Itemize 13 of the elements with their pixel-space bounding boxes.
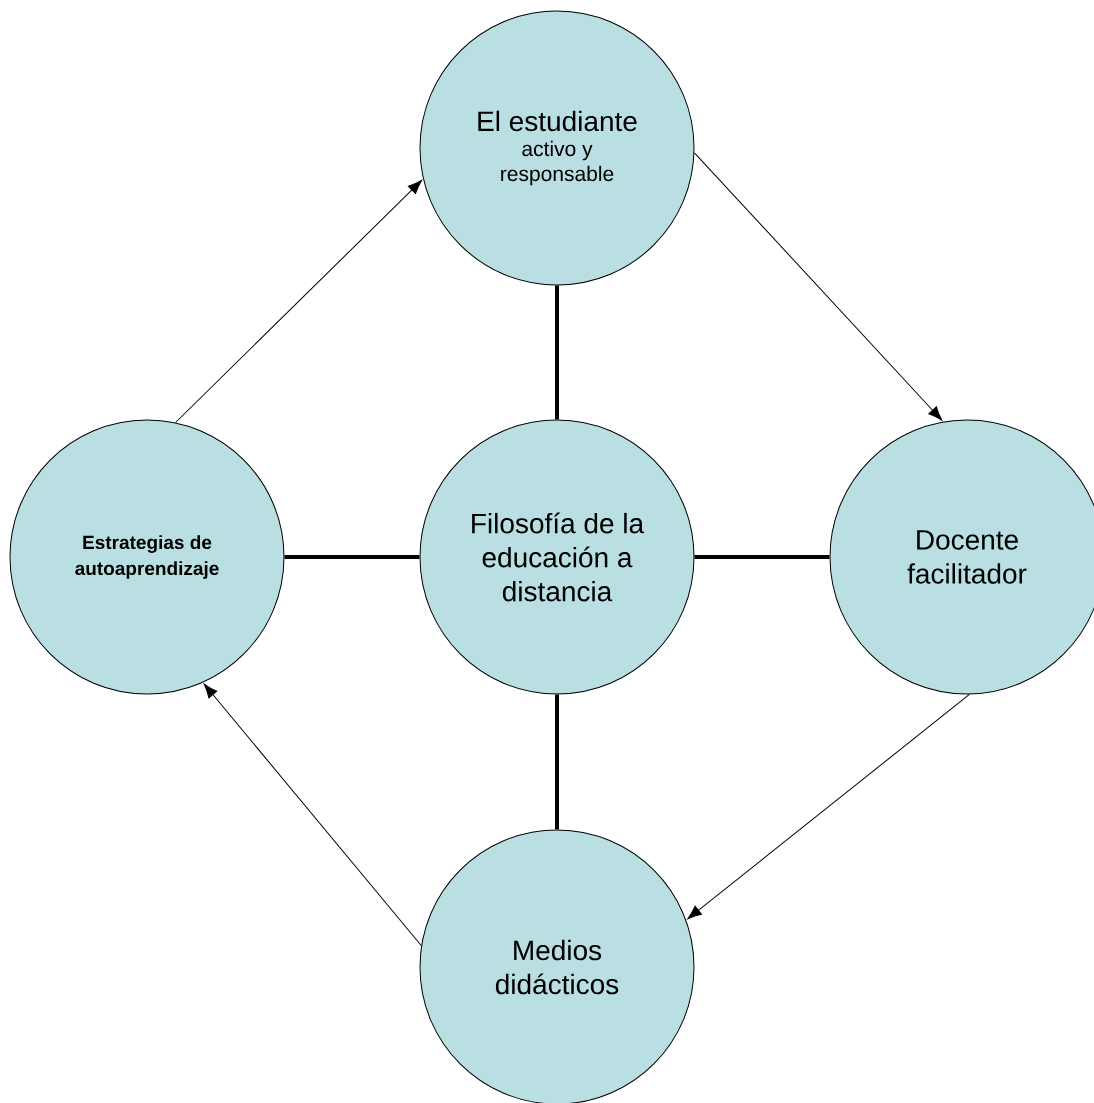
connector-line <box>555 694 559 830</box>
connector-line <box>555 285 559 420</box>
arrow <box>693 152 943 421</box>
arrow <box>687 694 970 920</box>
circle-node: Docente facilitador <box>829 419 1094 695</box>
circle-node: Medios didácticos <box>419 829 695 1103</box>
circle-node: El estudiante activo y responsable <box>419 10 695 286</box>
circle-node: Filosofía de la educación a distancia <box>419 419 695 695</box>
connector-line <box>694 555 830 559</box>
circle-node: Estrategias de autoaprendizaje <box>9 419 285 695</box>
connector-line <box>284 555 420 559</box>
arrow <box>175 179 423 423</box>
arrow <box>203 683 422 946</box>
